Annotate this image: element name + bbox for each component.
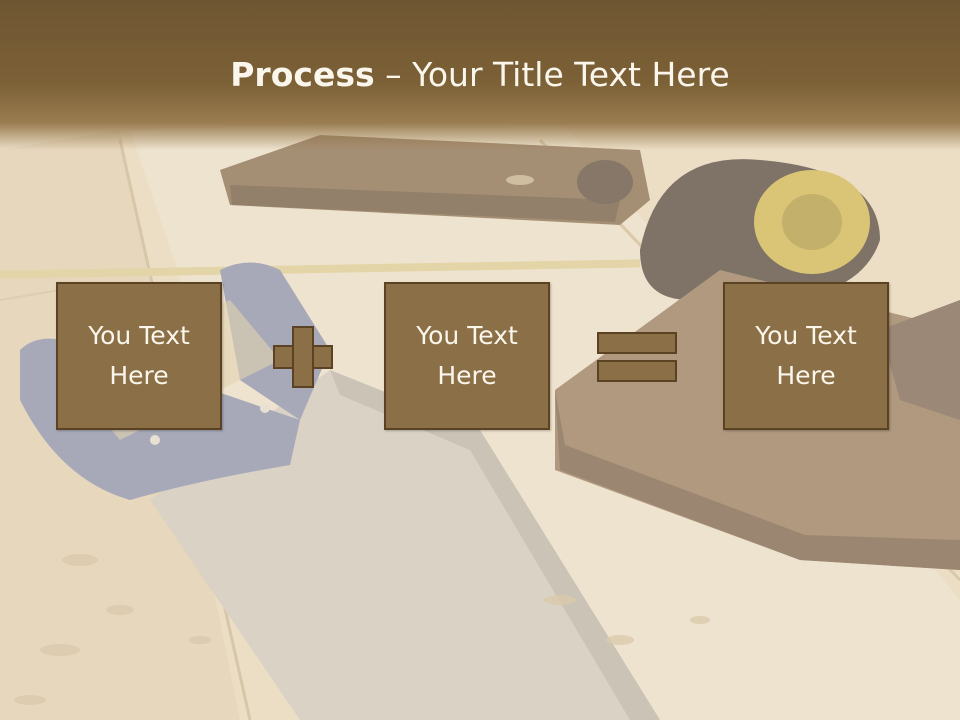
title-bold: Process [230, 55, 375, 94]
wood-shavings-icon [14, 175, 710, 705]
text-box-2[interactable]: You Text Here [384, 282, 550, 430]
text-box-2-label: You Text Here [416, 321, 518, 390]
title-band [0, 0, 960, 150]
tape-measure-icon [0, 159, 880, 300]
slide-title[interactable]: Process – Your Title Text Here [0, 52, 960, 98]
text-box-1-label: You Text Here [88, 321, 190, 390]
title-rest: – Your Title Text Here [374, 55, 730, 94]
text-box-1[interactable]: You Text Here [56, 282, 222, 430]
text-box-3-label: You Text Here [755, 321, 857, 390]
wood-plane-icon [220, 135, 650, 225]
text-box-3[interactable]: You Text Here [723, 282, 889, 430]
